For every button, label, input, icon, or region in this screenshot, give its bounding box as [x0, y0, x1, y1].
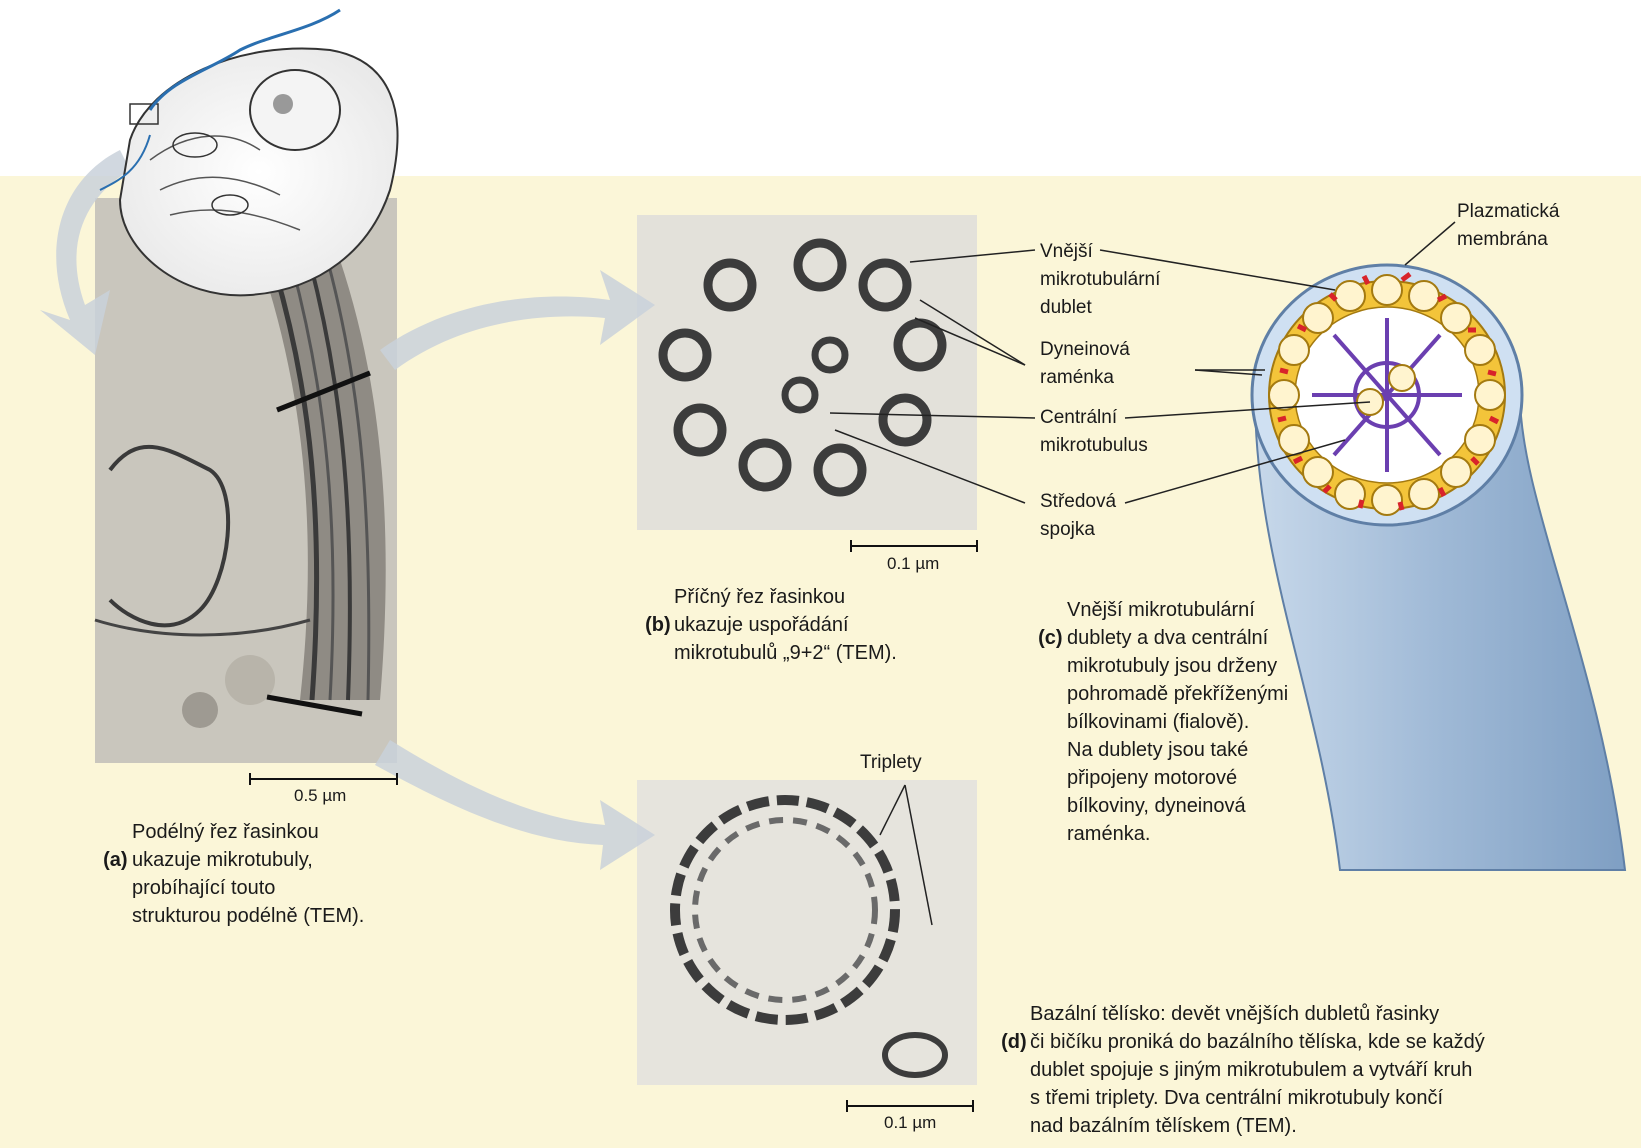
caption-a-letter: (a)	[103, 849, 127, 871]
label-dynein-arms: Dyneinová raménka	[1040, 336, 1130, 392]
caption-b: (b) Příčný řez řasinkou ukazuje uspořádá…	[634, 583, 671, 667]
label-triplets: Triplety	[860, 749, 922, 777]
caption-d-letter: (d)	[1001, 1031, 1027, 1053]
scale-label-a: 0.5 µm	[294, 786, 346, 806]
label-plasma-membrane: Plazmatická membrána	[1457, 198, 1559, 254]
basal-body-image	[675, 800, 945, 1075]
caption-c: (c) Vnější mikrotubulární dublety a dva …	[1027, 596, 1063, 680]
caption-b-letter: (b)	[645, 614, 671, 636]
caption-a: (a) Podélný řez řasinkou ukazuje mikrotu…	[92, 818, 128, 902]
label-outer-doublet: Vnější mikrotubulární dublet	[1040, 238, 1160, 322]
caption-d: (d) Bazální tělísko: devět vnějších dubl…	[990, 1000, 1027, 1084]
caption-a-text: Podélný řez řasinkou ukazuje mikrotubuly…	[132, 818, 364, 930]
caption-d-text: Bazální tělísko: devět vnějších dubletů …	[1030, 1000, 1485, 1140]
caption-c-text: Vnější mikrotubulární dublety a dva cent…	[1067, 596, 1288, 848]
longitudinal-cilium-image	[95, 260, 386, 728]
caption-b-text: Příčný řez řasinkou ukazuje uspořádání m…	[674, 583, 897, 667]
cell-drawing	[100, 10, 398, 295]
label-central-microtubule: Centrální mikrotubulus	[1040, 404, 1148, 460]
scale-label-b: 0.1 µm	[887, 554, 939, 574]
scale-label-d: 0.1 µm	[884, 1113, 936, 1133]
caption-c-letter: (c)	[1038, 627, 1062, 649]
cilium-diagram	[1252, 265, 1625, 870]
label-central-bridge: Středová spojka	[1040, 488, 1116, 544]
